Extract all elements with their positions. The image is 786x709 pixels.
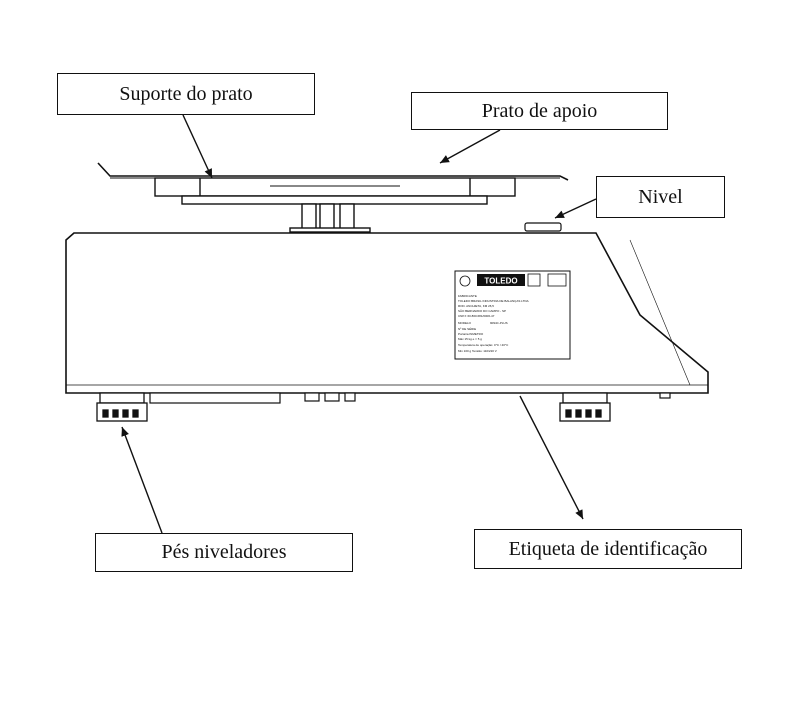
identification-label: TOLEDO FABRICANTE TOLEDO BRASIL INDUSTRI… [454,270,571,360]
leveling-foot-right [559,392,611,422]
label-line-07: 9094C-PLUS [490,321,508,325]
arrow-pes [121,426,163,534]
label-line-08: Nº DE SÉRIE [458,326,476,331]
callout-pes-niveladores: Pés niveladores [95,533,353,572]
label-line-04: SÃO BERNARDO DO CAMPO - SP [458,308,506,313]
label-line-03: ROD. ANCHIETA, KM 26,5 [458,304,494,308]
callout-suporte-do-prato: Suporte do prato [57,73,315,115]
underside-details [149,392,671,404]
callout-etiqueta: Etiqueta de identificação [474,529,742,569]
label-line-09: Portaria INMETRO [458,332,484,336]
leveling-foot-left [96,392,148,422]
arrow-prato [439,129,501,164]
plate-support [154,177,516,233]
label-brand: TOLEDO [484,277,517,286]
label-line-05: CNPJ: 60.860.681/0006-47 [458,314,495,318]
label-line-10: Máx 15 kg e = 5 g [458,337,482,341]
label-line-01: FABRICANTE [458,294,477,298]
label-line-11: Temperatura de operação: 0°C / 40°C [458,343,509,347]
label-line-06: MODELO [458,321,472,325]
label-line-12: Min 100 g Tensão: 110/220 V [458,349,497,353]
callout-prato-de-apoio: Prato de apoio [411,92,668,130]
label-line-02: TOLEDO BRASIL INDUSTRIA DE BALANÇAS LTDA [458,299,529,303]
callout-nivel: Nivel [596,176,725,218]
arrow-nivel [554,198,597,219]
arrow-etiqueta [519,395,584,520]
arrow-suporte [182,114,213,179]
scale-body [65,232,709,394]
level-bubble [524,222,562,232]
